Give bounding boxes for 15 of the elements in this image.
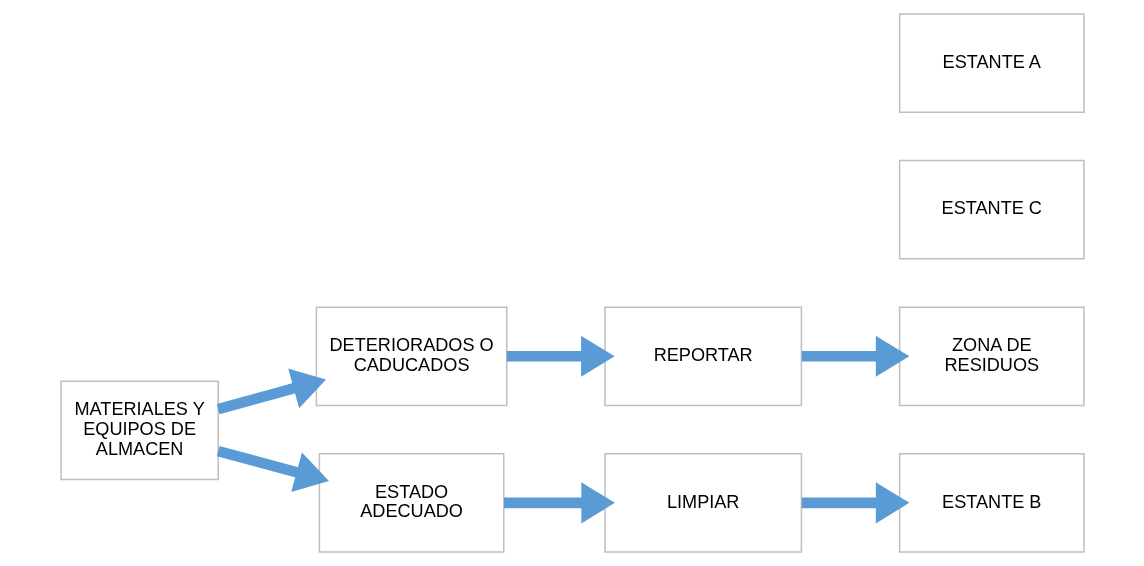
arrow bbox=[801, 482, 909, 524]
node-box: MATERIALES Y EQUIPOS DE ALMACEN bbox=[59, 380, 219, 481]
node-box: ESTANTE A bbox=[898, 13, 1085, 113]
node-box: ESTANTE B bbox=[898, 453, 1085, 553]
arrow bbox=[503, 482, 615, 524]
node-box: ESTANTE C bbox=[898, 159, 1085, 260]
node-box: LIMPIAR bbox=[603, 453, 802, 553]
arrow bbox=[216, 446, 329, 493]
node-box: ESTADO ADECUADO bbox=[318, 453, 504, 553]
node-box: ZONA DE RESIDUOS bbox=[898, 306, 1085, 407]
node-box: REPORTAR bbox=[603, 306, 802, 407]
arrow bbox=[506, 335, 615, 377]
node-box: DETERIORADOS O CADUCADOS bbox=[315, 306, 508, 407]
arrow bbox=[216, 368, 326, 415]
arrow bbox=[801, 335, 909, 377]
